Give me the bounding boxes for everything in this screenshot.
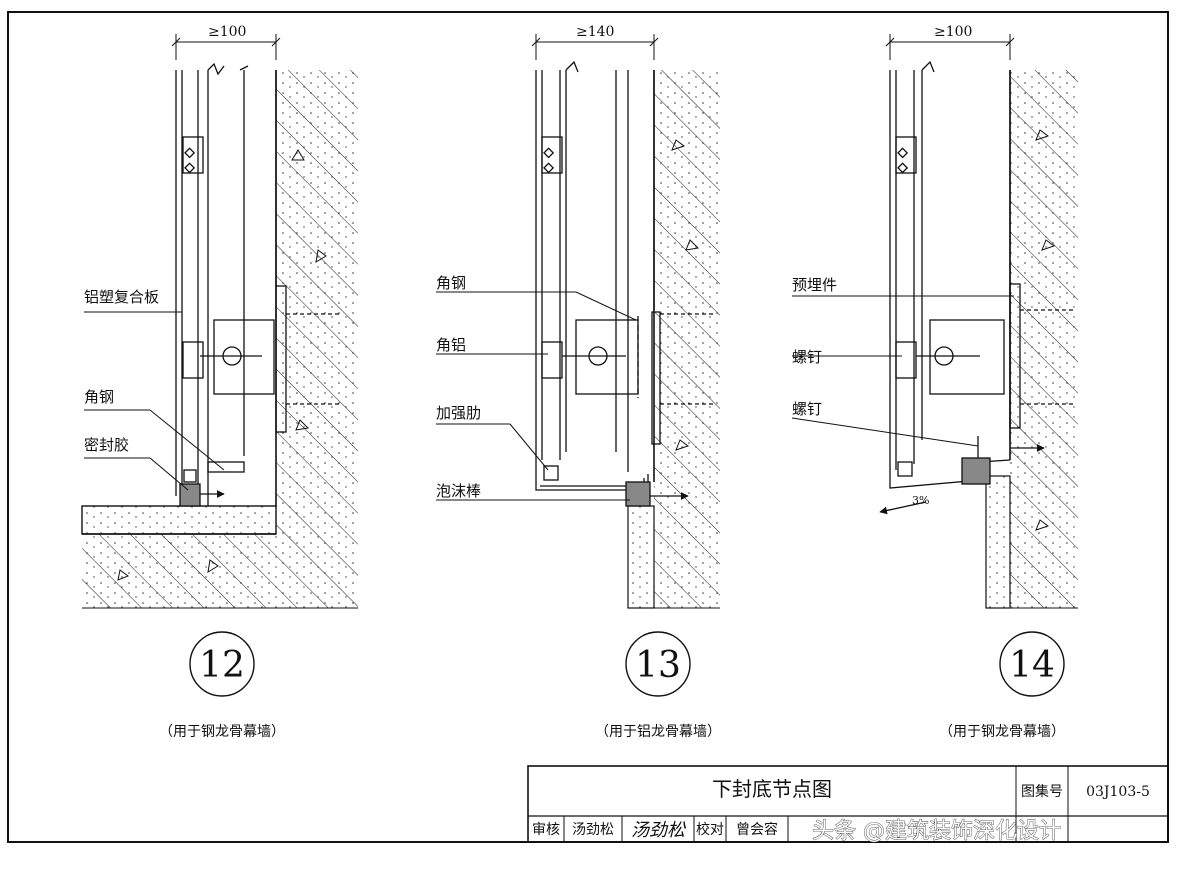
dimension-label-14: ≥100 [934,24,972,40]
caption-12: （用于钢龙骨幕墙） [159,724,285,740]
label-screw-2: 螺钉 [792,400,822,418]
watermark: 头条 @建筑装饰深化设计 [812,819,1061,844]
label-screw-1: 螺钉 [792,348,822,366]
svg-text:◆: ◆ [898,160,908,174]
svg-text:◆: ◆ [544,145,554,159]
leaders-13 [436,291,637,501]
label-sealant: 密封胶 [84,436,129,454]
dimension-12 [171,34,281,60]
label-embedded-part: 预埋件 [792,276,837,294]
check-label: 校对 [696,821,724,838]
label-foam-rod: 泡沫棒 [436,482,481,500]
svg-text:◆: ◆ [544,160,554,174]
checker-name: 曾会容 [736,821,778,838]
svg-text:◆: ◆ [898,145,908,159]
detail-number-circle-14 [999,631,1065,697]
dimension-13 [531,34,659,60]
caption-13: （用于铝龙骨幕墙） [595,724,721,740]
atlas-label: 图集号 [1021,783,1063,800]
caption-14: （用于钢龙骨幕墙） [939,724,1065,740]
reviewer-signature: 汤劲松 [631,820,687,841]
svg-text:◆: ◆ [185,160,195,174]
dimension-label-13: ≥140 [576,24,614,40]
drawing-title: 下封底节点图 [712,777,832,801]
concrete-wall [81,70,358,609]
detail-number-14: 14 [1009,645,1055,686]
slope-label: 3% [912,494,929,507]
detail-number-13: 13 [635,645,681,686]
title-block [527,765,1169,843]
label-angle-aluminum: 角铝 [436,336,466,354]
curtain-wall-panel: ◆ ◆ [879,60,1074,515]
detail-13: ◆ ◆ ≥140 [436,24,721,740]
curtain-wall-panel: ◆ ◆ [535,60,716,507]
curtain-wall-panel: ◆ ◆ [175,62,340,507]
leaders-12 [84,311,225,491]
detail-12: ◆ ◆ ≥100 [81,24,358,740]
reviewer-name: 汤劲松 [572,822,614,838]
detail-14: ◆ ◆ 3% ≥100 [791,24,1078,740]
label-aluminum-composite-panel: 铝塑复合板 [84,288,159,306]
detail-number-circle-13 [625,631,691,697]
detail-number-circle-12 [189,631,255,697]
atlas-number: 03J103-5 [1086,784,1150,800]
label-angle-steel: 角钢 [84,388,114,406]
dimension-14 [885,34,1015,60]
label-angle-steel: 角钢 [436,274,466,292]
svg-text:◆: ◆ [185,145,195,159]
leaders-14 [791,295,1014,447]
dimension-label-12: ≥100 [208,24,246,40]
label-stiffener: 加强肋 [436,404,481,422]
detail-number-12: 12 [199,645,245,686]
concrete-wall [985,70,1078,609]
concrete-wall [627,70,720,609]
review-label: 审核 [532,822,560,838]
